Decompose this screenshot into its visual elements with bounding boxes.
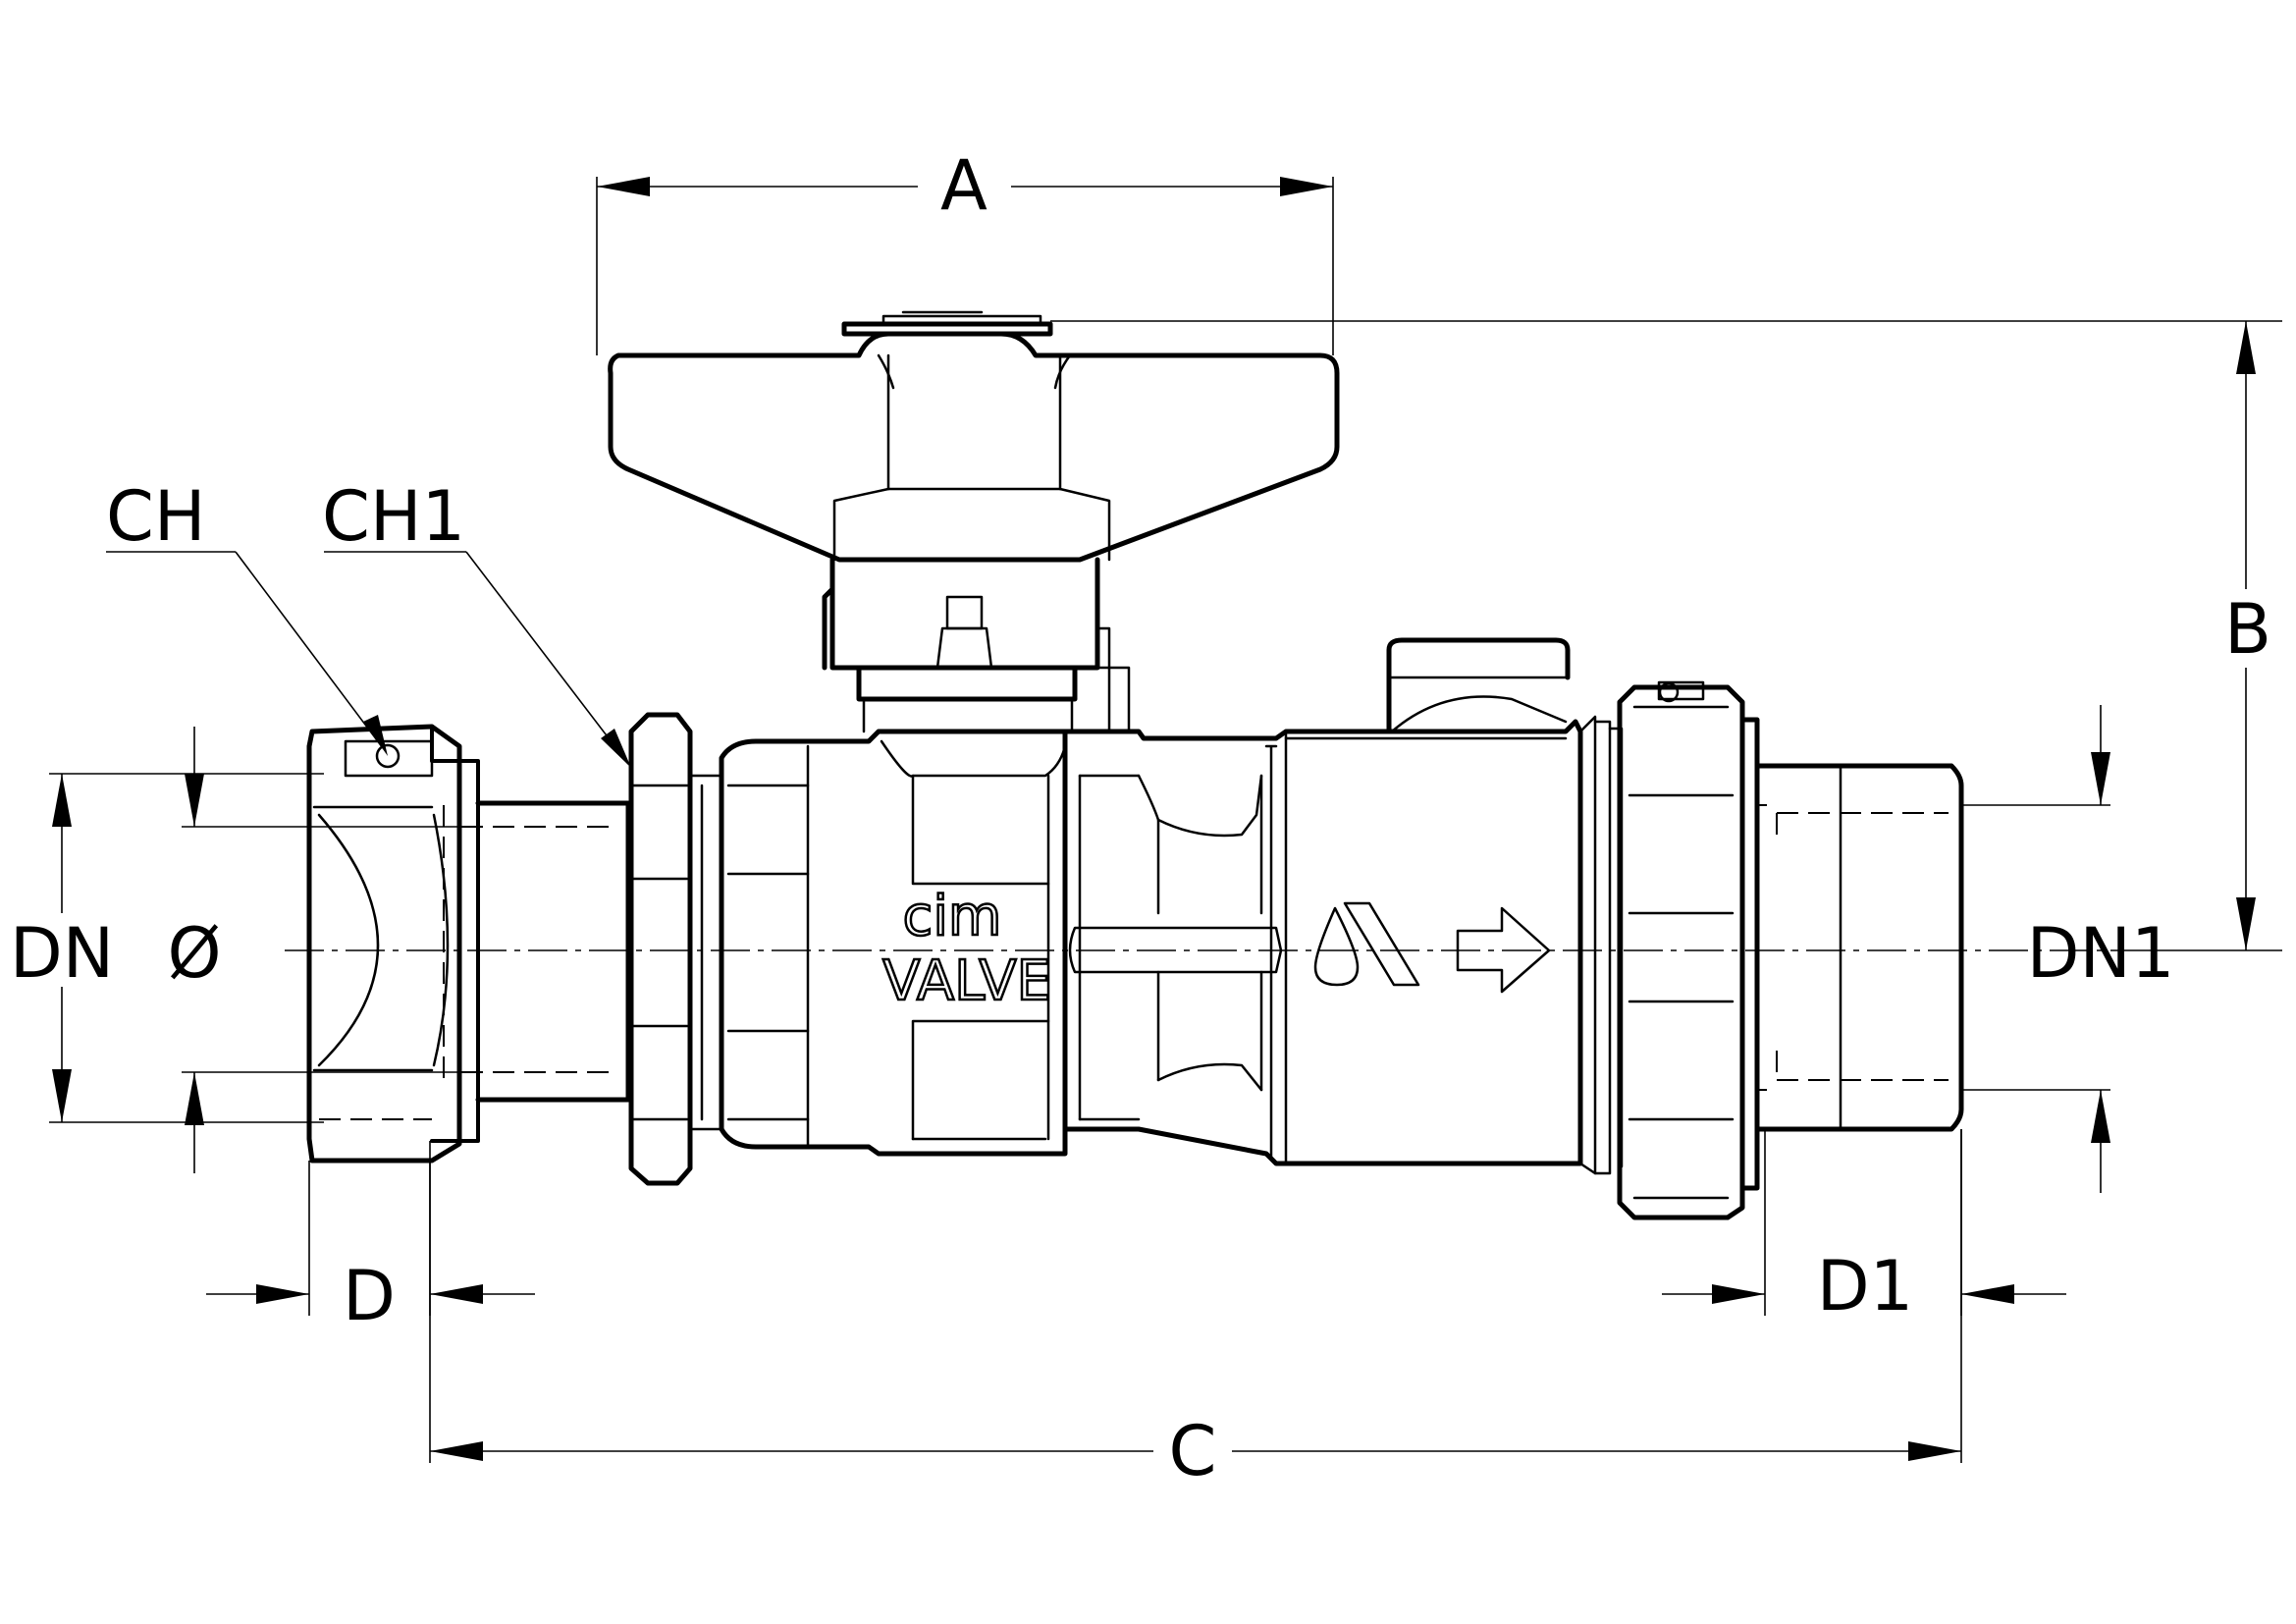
drop-triangle-logo-icon: [1313, 901, 1420, 987]
drain-hole-icon: [375, 743, 400, 769]
right-union-nut: [1578, 680, 1767, 1220]
dimension-b: B: [1050, 320, 2282, 951]
body-marking: cim VALVE: [881, 884, 1052, 1015]
dimension-a-label: A: [940, 145, 988, 226]
dimension-d-label: D: [343, 1256, 396, 1336]
dimension-d: D: [206, 1161, 535, 1336]
butterfly-handle: [608, 310, 1340, 563]
dimension-diameter-label: Ø: [167, 913, 221, 994]
valve-body-right: [1062, 637, 1583, 1166]
dimension-c-label: C: [1169, 1411, 1217, 1491]
dimension-b-label: B: [2224, 589, 2271, 670]
dimension-diameter: Ø: [167, 727, 461, 1173]
tail-pipe: [461, 800, 631, 1103]
dimension-dn-label: DN: [10, 913, 114, 994]
left-union-nut: [306, 724, 480, 1164]
dimension-d1-label: D1: [1817, 1246, 1913, 1326]
callout-ch1: CH1: [322, 476, 631, 768]
dimension-dn: DN: [10, 773, 324, 1123]
dimension-a: A: [596, 145, 1334, 355]
ch1-hex-nut: [628, 712, 723, 1186]
right-arrow-icon: [1456, 906, 1551, 994]
body-marking-line2: VALVE: [882, 949, 1051, 1013]
dimension-dn1-label: DN1: [2027, 913, 2175, 994]
callout-ch: CH: [106, 476, 388, 756]
right-tail-pipe: [1754, 763, 1964, 1132]
body-marking-line1: cim: [903, 885, 1002, 948]
dimension-dn1: DN1: [1961, 705, 2174, 1193]
stem-block: [822, 557, 1141, 733]
valve-body: [719, 729, 1068, 1157]
callout-ch1-label: CH1: [322, 476, 465, 557]
dimension-d1: D1: [1662, 1129, 2066, 1326]
callout-ch-label: CH: [106, 476, 206, 557]
